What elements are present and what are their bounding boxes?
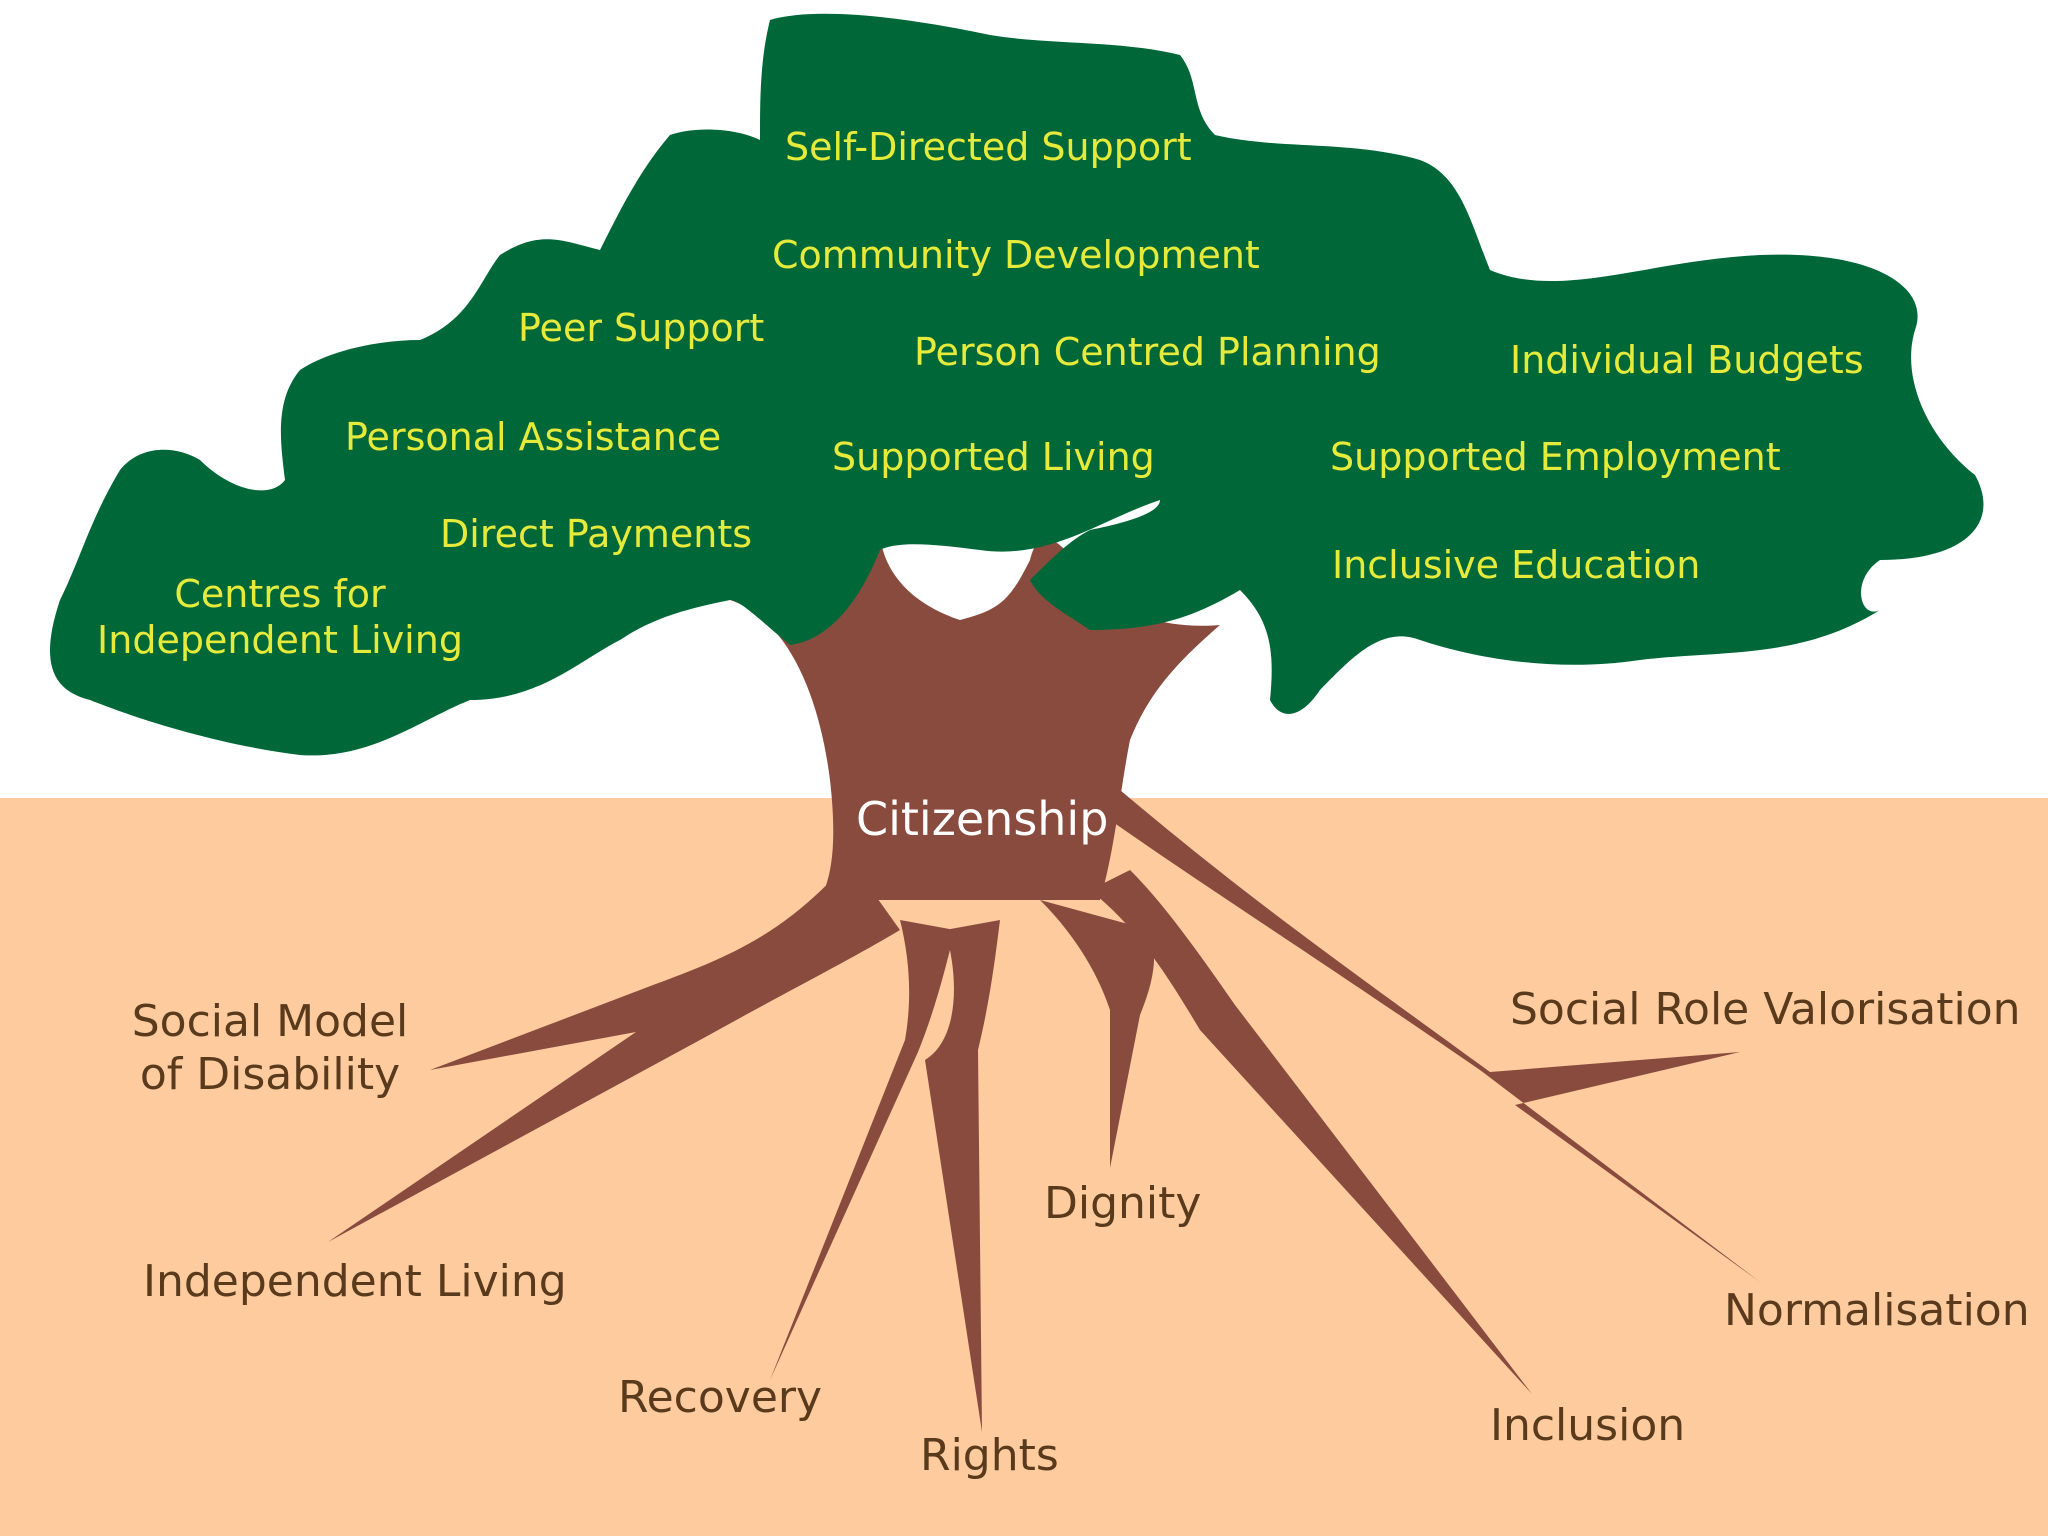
label-supported-living: Supported Living bbox=[832, 435, 1155, 479]
label-social-model-line-2: of Disability bbox=[139, 1048, 401, 1100]
label-personal-assistance: Personal Assistance bbox=[345, 415, 722, 459]
label-inclusive-education: Inclusive Education bbox=[1332, 543, 1701, 587]
label-social-role-valorisation: Social Role Valorisation bbox=[1510, 984, 2021, 1035]
label-dignity: Dignity bbox=[1044, 1178, 1202, 1229]
label-centres-line-1: Centres for bbox=[174, 572, 386, 616]
trunk-and-roots bbox=[328, 530, 1760, 1432]
label-community-development: Community Development bbox=[772, 233, 1260, 277]
label-social-model-line-1: Social Model bbox=[131, 996, 409, 1047]
label-rights: Rights bbox=[920, 1430, 1059, 1481]
label-social-model-of-disability: Social Model of Disability bbox=[100, 996, 440, 1102]
label-inclusion: Inclusion bbox=[1490, 1400, 1686, 1451]
root-recovery bbox=[770, 920, 955, 1380]
soil-background bbox=[0, 798, 2048, 1536]
root-inclusion bbox=[1090, 870, 1532, 1394]
label-person-centred-planning: Person Centred Planning bbox=[914, 330, 1381, 374]
label-normalisation: Normalisation bbox=[1724, 1285, 2030, 1336]
label-direct-payments: Direct Payments bbox=[440, 512, 753, 556]
root-normalisation bbox=[1110, 790, 1760, 1282]
label-self-directed-support: Self-Directed Support bbox=[785, 125, 1192, 169]
root-dignity bbox=[1040, 900, 1155, 1168]
label-independent-living: Independent Living bbox=[143, 1256, 567, 1307]
label-peer-support: Peer Support bbox=[518, 306, 765, 350]
label-centres-line-2: Independent Living bbox=[97, 617, 463, 662]
label-citizenship: Citizenship bbox=[856, 792, 1109, 846]
root-rights bbox=[925, 920, 1000, 1432]
label-recovery: Recovery bbox=[618, 1372, 823, 1423]
label-centres-for-independent-living: Centres for Independent Living bbox=[80, 572, 480, 663]
root-social-model bbox=[328, 860, 900, 1242]
canopy bbox=[50, 13, 1984, 756]
label-supported-employment: Supported Employment bbox=[1330, 435, 1781, 479]
label-individual-budgets: Individual Budgets bbox=[1510, 338, 1864, 382]
